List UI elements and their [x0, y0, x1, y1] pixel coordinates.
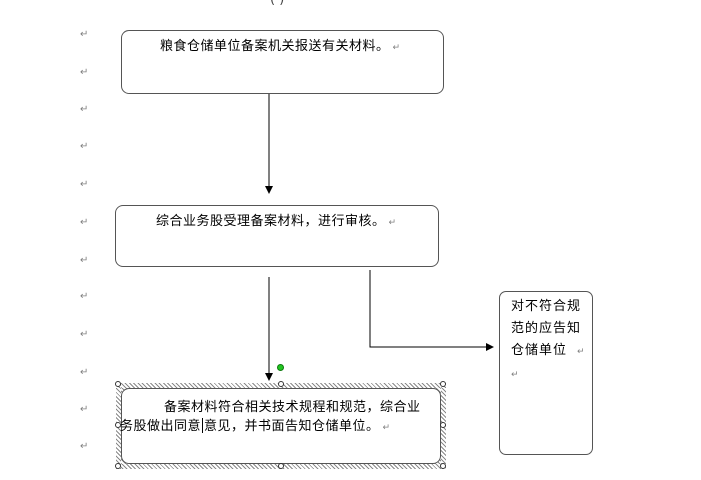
paragraph-mark: ↵: [382, 423, 391, 433]
paragraph-mark: ↵: [80, 141, 89, 152]
paragraph-mark: ↵: [80, 441, 89, 452]
resize-handle-bottom-right[interactable]: [440, 463, 446, 469]
paragraph-mark: ↵: [392, 43, 401, 53]
box2-text: 综合业务股受理备案材料，进行审核。: [156, 214, 386, 229]
resize-handle-bottom-left[interactable]: [115, 463, 121, 469]
flow-box-approval[interactable]: 备案材料符合相关技术规程和规范，综合业 务股做出同意意见，并书面告知仓储单位。↵: [120, 388, 441, 464]
resize-handle-top[interactable]: [278, 381, 284, 387]
paragraph-mark: ↵: [80, 217, 89, 228]
top-cutoff-text: ( ): [270, 0, 284, 7]
paragraph-mark: ↵: [80, 291, 89, 302]
paragraph-mark: ↵: [80, 404, 89, 415]
resize-handle-right[interactable]: [440, 422, 446, 428]
box3-line2-a: 务股做出同意: [120, 419, 202, 434]
paragraph-mark: ↵: [80, 255, 89, 266]
resize-handle-top-right[interactable]: [440, 381, 446, 387]
resize-handle-top-left[interactable]: [115, 381, 121, 387]
box1-text: 粮食仓储单位备案机关报送有关材料。: [160, 39, 390, 54]
box3-line2-b: 意见，并书面告知仓储单位。: [204, 419, 380, 434]
flow-box-submit-materials[interactable]: 粮食仓储单位备案机关报送有关材料。↵: [121, 30, 444, 94]
paragraph-mark: ↵: [80, 179, 89, 190]
paragraph-mark: ↵: [80, 329, 89, 340]
paragraph-mark: ↵: [80, 29, 89, 40]
paragraph-mark: ↵: [80, 367, 89, 378]
paragraph-mark: ↵: [511, 370, 520, 380]
paragraph-mark: ↵: [388, 218, 397, 228]
paragraph-mark: ↵: [80, 67, 89, 78]
flow-box-review-materials[interactable]: 综合业务股受理备案材料，进行审核。↵: [115, 205, 439, 267]
rotation-handle[interactable]: [277, 364, 284, 371]
paragraph-mark: ↵: [80, 104, 89, 115]
side-box-line2: 范的应告知: [511, 321, 582, 336]
arrow-box2-to-side: [369, 270, 494, 351]
side-box-line3: 仓储单位: [511, 343, 568, 358]
resize-handle-left[interactable]: [115, 422, 121, 428]
resize-handle-bottom[interactable]: [278, 463, 284, 469]
box3-line1: 备案材料符合相关技术规程和规范，综合业: [164, 400, 421, 415]
text-caret: [202, 418, 204, 433]
flow-box-notify-noncompliant[interactable]: 对不符合规 范的应告知 仓储单位 ↵ ↵: [499, 291, 593, 455]
side-box-line1: 对不符合规: [511, 299, 582, 314]
paragraph-mark: ↵: [577, 347, 586, 357]
